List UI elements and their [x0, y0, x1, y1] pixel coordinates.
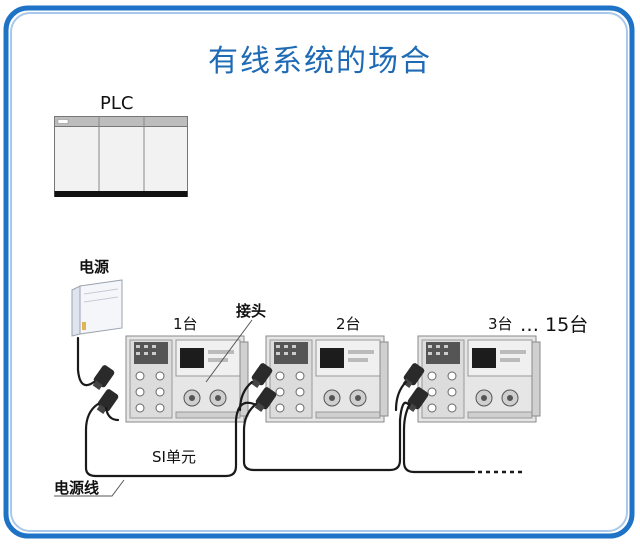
plc-unit	[54, 116, 188, 197]
page-title: 有线系统的场合	[208, 44, 432, 79]
connector-label: 接头	[236, 302, 267, 320]
power-supply	[71, 279, 123, 337]
unit-max-label: … 15台	[520, 314, 589, 336]
power-cable-label: 电源线	[54, 479, 100, 497]
unit-2-label: 2台	[336, 315, 361, 333]
power-supply-label: 电源	[79, 258, 110, 276]
cables	[76, 336, 476, 478]
si-unit-1	[125, 335, 249, 423]
callouts	[54, 319, 253, 497]
si-unit-label: SI单元	[152, 448, 196, 466]
unit-1-label: 1台	[173, 315, 198, 333]
plc-label: PLC	[100, 93, 134, 114]
si-unit-2	[265, 335, 389, 423]
si-unit-3	[417, 335, 541, 423]
unit-3-label: 3台	[488, 315, 513, 333]
